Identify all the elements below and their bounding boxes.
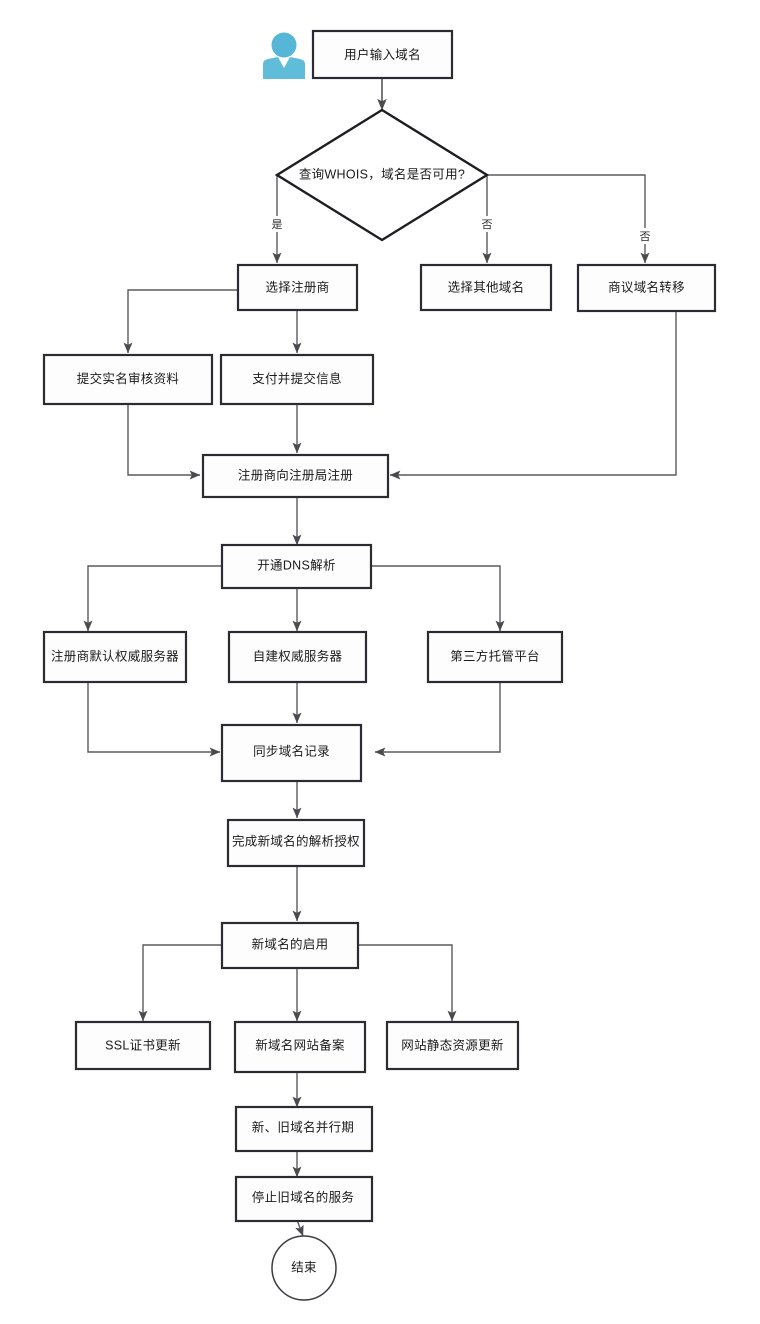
node-self-built-ns-label: 自建权威服务器 — [253, 648, 343, 663]
node-enable-new-domain[interactable]: 新域名的启用 — [220, 921, 360, 970]
node-third-party-platform-label: 第三方托管平台 — [450, 648, 540, 663]
edge-label-no-other: 否 — [478, 216, 496, 232]
node-static-assets-update-label: 网站静态资源更新 — [401, 1037, 503, 1052]
node-pay-submit-info[interactable]: 支付并提交信息 — [219, 353, 375, 406]
node-registrar-default-ns-label: 注册商默认权威服务器 — [51, 648, 179, 663]
node-whois-decision-label: 查询WHOIS，域名是否可用? — [299, 166, 465, 181]
edge-default-ns-to-sync — [87, 682, 221, 757]
node-end[interactable]: 结束 — [271, 1235, 337, 1301]
node-parallel-period-label: 新、旧域名并行期 — [252, 1119, 354, 1134]
node-registrar-default-ns[interactable]: 注册商默认权威服务器 — [42, 630, 188, 684]
node-stop-old-domain-label: 停止旧域名的服务 — [252, 1189, 354, 1204]
edge-enable-to-ssl — [138, 944, 222, 1022]
node-negotiate-transfer-label: 商议域名转移 — [608, 279, 685, 294]
node-registrar-to-registry[interactable]: 注册商向注册局注册 — [201, 453, 390, 499]
node-parallel-period[interactable]: 新、旧域名并行期 — [234, 1105, 374, 1153]
node-start-input[interactable]: 用户输入域名 — [311, 29, 454, 80]
node-third-party-platform[interactable]: 第三方托管平台 — [426, 630, 564, 684]
node-choose-registrar-label: 选择注册商 — [265, 279, 329, 294]
edge-stop-to-end — [295, 1219, 304, 1237]
node-registrar-to-registry-label: 注册商向注册局注册 — [238, 467, 353, 482]
node-ssl-renew[interactable]: SSL证书更新 — [74, 1020, 212, 1071]
node-finish-delegation-label: 完成新域名的解析授权 — [232, 833, 360, 848]
edge-label-no-other-text: 否 — [482, 219, 493, 231]
node-stop-old-domain[interactable]: 停止旧域名的服务 — [234, 1175, 374, 1223]
edge-label-no-transfer: 否 — [636, 228, 654, 244]
edge-third-party-to-sync — [374, 682, 501, 757]
node-enable-new-domain-label: 新域名的启用 — [252, 936, 329, 951]
edge-whois-no-transfer — [487, 174, 650, 264]
node-negotiate-transfer[interactable]: 商议域名转移 — [576, 263, 717, 313]
node-enable-dns-label: 开通DNS解析 — [257, 558, 336, 572]
node-finish-delegation[interactable]: 完成新域名的解析授权 — [226, 818, 366, 868]
node-static-assets-update[interactable]: 网站静态资源更新 — [385, 1020, 520, 1071]
edge-registrar-to-realname — [123, 289, 238, 354]
user-actor-icon — [263, 32, 305, 79]
node-choose-other-domain[interactable]: 选择其他域名 — [419, 263, 553, 312]
node-end-label: 结束 — [291, 1260, 317, 1274]
node-choose-other-domain-label: 选择其他域名 — [448, 279, 525, 294]
edge-transfer-to-registry — [389, 311, 677, 480]
node-submit-realname[interactable]: 提交实名审核资料 — [42, 353, 214, 406]
edge-realname-to-registry — [127, 404, 201, 480]
node-self-built-ns[interactable]: 自建权威服务器 — [227, 630, 368, 684]
node-pay-submit-info-label: 支付并提交信息 — [252, 371, 342, 386]
node-sync-records-label: 同步域名记录 — [253, 743, 330, 758]
node-ssl-renew-label: SSL证书更新 — [105, 1037, 181, 1052]
edge-dns-to-third-party — [371, 565, 505, 632]
edge-enable-to-assets — [357, 944, 457, 1022]
node-choose-registrar[interactable]: 选择注册商 — [236, 263, 359, 312]
edge-label-yes-text: 是 — [272, 218, 283, 231]
node-sync-records[interactable]: 同步域名记录 — [220, 723, 363, 783]
node-start-input-label: 用户输入域名 — [344, 47, 421, 62]
edge-label-no-transfer-text: 否 — [640, 231, 651, 243]
node-submit-realname-label: 提交实名审核资料 — [77, 371, 180, 386]
edge-label-yes: 是 — [268, 216, 286, 232]
node-enable-dns[interactable]: 开通DNS解析 — [220, 543, 373, 590]
node-icp-filing[interactable]: 新域名网站备案 — [233, 1020, 367, 1074]
node-icp-filing-label: 新域名网站备案 — [255, 1037, 345, 1052]
edge-dns-to-default-ns — [83, 565, 222, 632]
node-whois-decision[interactable]: 查询WHOIS，域名是否可用? — [274, 108, 490, 242]
